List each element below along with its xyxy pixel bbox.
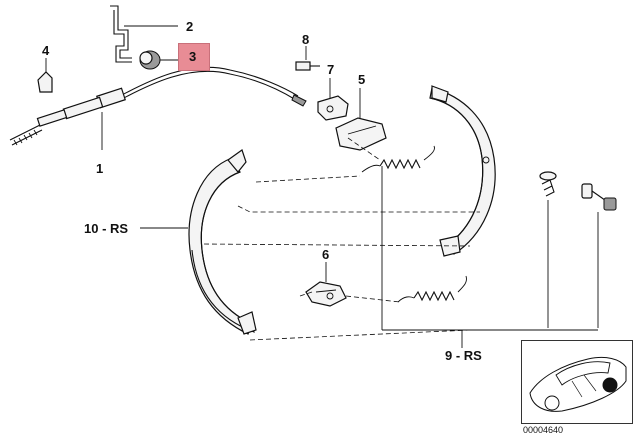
callout-8: 8	[302, 32, 310, 47]
lower-spring	[397, 275, 467, 303]
hold-down-pin	[581, 183, 617, 328]
car-location-thumbnail	[521, 340, 633, 424]
small-clip	[37, 58, 53, 93]
callout-3-highlight	[178, 43, 210, 71]
hold-down-spring	[539, 171, 557, 328]
callout-3: 3	[189, 49, 197, 64]
callout-7: 7	[327, 62, 335, 77]
adjuster-screw	[305, 262, 347, 307]
car-sketch	[529, 356, 627, 412]
diagram-id: 00004640	[523, 425, 564, 435]
handbrake-cable	[9, 66, 307, 150]
adjuster-lever	[335, 88, 387, 151]
grommet	[139, 50, 178, 70]
callout-5: 5	[358, 72, 366, 87]
brake-shoe-right	[429, 85, 496, 257]
cable-clip	[110, 5, 178, 63]
callout-6: 6	[322, 247, 330, 262]
callout-9: 9 - RS	[445, 348, 482, 363]
callout-4: 4	[42, 43, 50, 58]
brake-shoe-left	[140, 149, 257, 335]
upper-spring	[361, 145, 435, 330]
bracket-part	[317, 78, 349, 121]
assembly-lines	[203, 137, 598, 348]
bolt	[295, 46, 320, 71]
callout-10: 10 - RS	[84, 221, 129, 236]
callout-2: 2	[186, 19, 194, 34]
callout-1: 1	[96, 161, 104, 176]
